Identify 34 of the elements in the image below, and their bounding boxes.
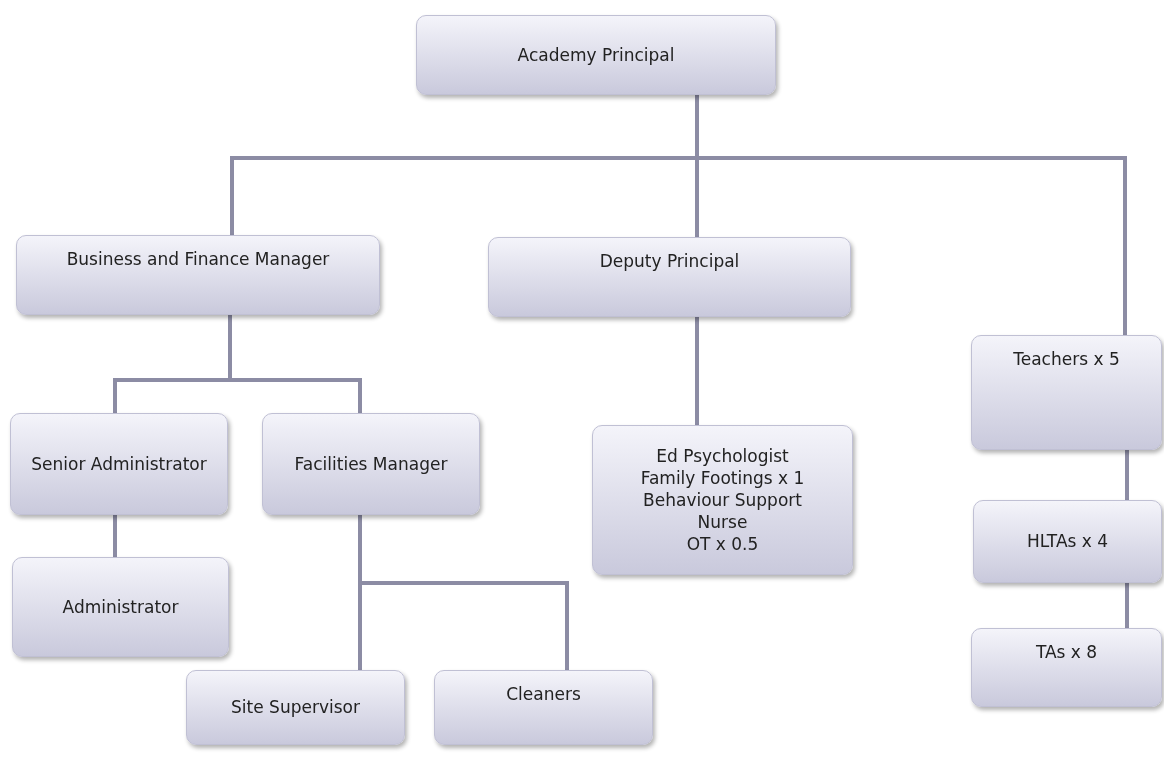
role-box	[434, 670, 653, 745]
role-title: Behaviour Support	[643, 488, 802, 512]
role-title: Senior Administrator	[31, 452, 207, 476]
role-title: Business and Finance Manager	[66, 248, 330, 271]
role-title: HLTAs x 4	[1026, 530, 1109, 553]
role-box	[12, 557, 229, 657]
role-title: Family Footings x 1	[640, 466, 805, 489]
role-title: Ed Psychologist	[656, 444, 789, 467]
role-title: Administrator	[62, 595, 179, 619]
role-title: Nurse	[697, 511, 748, 534]
connector-line	[1125, 583, 1129, 628]
role-title: Academy Principal	[517, 43, 675, 67]
role-box	[488, 237, 851, 317]
role-title: Site Supervisor	[231, 696, 360, 719]
connector-line	[1125, 450, 1129, 500]
role-title: Cleaners	[506, 683, 581, 706]
role-title: Deputy Principal	[599, 250, 740, 273]
role-box	[973, 500, 1162, 583]
connector-line	[113, 515, 117, 557]
role-box	[416, 15, 776, 95]
role-title: OT x 0.5	[686, 533, 759, 556]
role-title: Teachers x 5	[1013, 348, 1120, 371]
role-box	[186, 670, 405, 745]
role-title: TAs x 8	[1035, 641, 1098, 664]
role-box	[10, 413, 228, 515]
role-box	[262, 413, 480, 515]
connector-line	[695, 317, 699, 425]
role-box	[971, 628, 1162, 707]
connector-line	[228, 315, 362, 413]
role-box	[16, 235, 380, 315]
role-box	[592, 425, 853, 575]
role-box	[971, 335, 1162, 450]
role-title: Facilities Manager	[294, 452, 448, 476]
connector-line	[358, 515, 569, 670]
